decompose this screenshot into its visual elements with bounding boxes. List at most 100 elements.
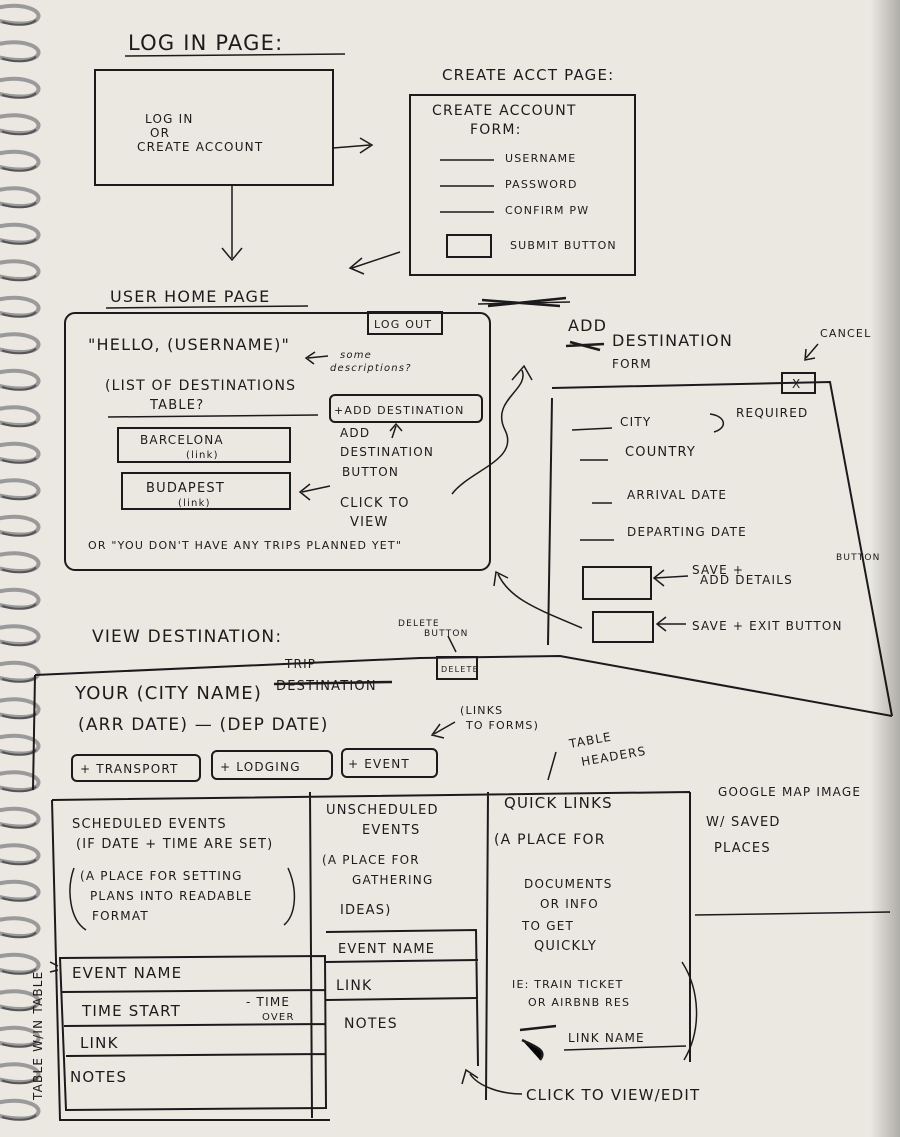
quick-links-paren <box>681 961 698 1061</box>
click-note-2: VIEW <box>350 515 389 530</box>
save-exit-label: SAVE + EXIT BUTTON <box>692 619 843 633</box>
binding-ring-shadow <box>1 895 37 902</box>
add-destination-button[interactable] <box>329 394 483 423</box>
quick-links-example-2: OR AIRBNB RES <box>528 996 630 1009</box>
table-within-table-label: TABLE W/IN TABLE <box>31 971 45 1101</box>
add-note-3: BUTTON <box>342 465 399 479</box>
unscheduled-event-card[interactable] <box>325 928 479 1067</box>
delete-note-2: BUTTON <box>424 629 469 639</box>
add-event-label: + EVENT <box>348 757 410 771</box>
logout-button[interactable] <box>367 311 443 335</box>
add-event-button[interactable] <box>341 748 438 778</box>
form-title-2: FORM: <box>470 122 522 138</box>
arrow-to-delete <box>447 635 457 653</box>
scheduled-time-over-1: - TIME <box>246 995 290 1009</box>
binding-ring-shadow <box>1 566 37 574</box>
arrow-to-close <box>804 343 819 361</box>
barcelona-link[interactable] <box>117 427 291 463</box>
add-transport-button[interactable] <box>71 754 201 782</box>
binding-ring-14 <box>0 514 41 537</box>
binding-ring-shadow <box>1 274 37 282</box>
binding-ring-11 <box>0 405 41 427</box>
close-button[interactable] <box>781 372 816 394</box>
budapest-name: BUDAPEST <box>146 481 225 496</box>
binding-ring-15 <box>0 551 41 573</box>
unscheduled-desc-1: (A PLACE FOR <box>322 853 420 867</box>
binding-ring-shadow <box>1 55 37 63</box>
trip-heading: YOUR (CITY NAME) <box>74 683 262 704</box>
budapest-sub: (link) <box>178 498 211 509</box>
barcelona-name: BARCELONA <box>140 433 224 447</box>
arrow-to-headers <box>547 751 557 781</box>
field-confirm-pw: CONFIRM PW <box>505 204 589 217</box>
add-lodging-label: + LODGING <box>220 760 301 774</box>
barcelona-sub: (link) <box>186 450 219 461</box>
city-line[interactable] <box>571 427 613 431</box>
submit-button[interactable] <box>446 234 492 258</box>
unscheduled-notes: NOTES <box>344 1016 398 1032</box>
quick-links-link-name[interactable]: LINK NAME <box>568 1031 645 1045</box>
binding-ring-shadow <box>1 128 37 136</box>
add-note-2: DESTINATION <box>340 445 434 459</box>
delete-label: DELETE <box>441 665 479 674</box>
binding-ring-12 <box>0 441 41 464</box>
save-exit-button[interactable] <box>592 611 654 643</box>
binding-ring-24 <box>0 879 41 902</box>
field-city: CITY <box>620 415 651 429</box>
save-details-1: SAVE + <box>692 563 744 577</box>
delete-button[interactable] <box>436 656 478 680</box>
trip-dates: (ARR DATE) — (DEP DATE) <box>78 715 329 735</box>
scheduled-event-card[interactable] <box>58 954 328 1112</box>
add-destination-section: ADD DESTINATION FORM CANCEL X CITY COUNT… <box>493 316 893 717</box>
field-password: PASSWORD <box>505 178 578 191</box>
binding-ring-shadow <box>1 1004 37 1012</box>
binding-ring-0 <box>0 3 41 26</box>
binding-ring-shadow <box>1 19 37 26</box>
quick-links-desc-3: OR INFO <box>540 897 599 911</box>
arrow-to-greeting <box>304 351 329 365</box>
save-add-details-button[interactable] <box>582 566 652 600</box>
map-divider <box>694 911 891 916</box>
binding-ring-shadow <box>1 238 37 245</box>
binding-ring-shadow <box>1 165 37 172</box>
side-label-arrow <box>49 961 59 973</box>
binding-ring-shadow <box>1 1041 37 1048</box>
unscheduled-desc-2: GATHERING <box>352 873 433 887</box>
user-home-box <box>64 312 491 571</box>
add-form-strike <box>565 340 605 352</box>
budapest-link[interactable] <box>121 472 291 510</box>
field-username: USERNAME <box>505 152 576 165</box>
add-form-title-1: ADD <box>568 316 607 335</box>
quick-links-scribble <box>519 1024 557 1061</box>
login-page-title: LOG IN PAGE: <box>128 31 283 55</box>
binding-ring-shadow <box>1 420 37 428</box>
binding-ring-shadow <box>1 785 37 793</box>
scheduled-desc-2: PLANS INTO READABLE <box>90 889 253 903</box>
binding-ring-7 <box>0 259 41 281</box>
create-account-form <box>409 94 636 276</box>
binding-ring-21 <box>0 770 41 792</box>
binding-ring-shadow <box>1 931 37 939</box>
arrow-back-to-home <box>348 251 401 275</box>
binding-ring-shadow <box>1 493 37 501</box>
binding-ring-shadow <box>1 530 37 537</box>
list-title-1: (LIST OF DESTINATIONS <box>105 378 296 394</box>
add-lodging-button[interactable] <box>211 750 333 780</box>
binding-ring-shadow <box>1 311 37 318</box>
add-note-1: ADD <box>340 426 370 440</box>
user-home-title: USER HOME PAGE <box>110 287 270 306</box>
binding-ring-shadow <box>1 968 37 975</box>
binding-ring-shadow <box>1 639 37 647</box>
greeting: "HELLO, (USERNAME)" <box>88 335 290 354</box>
quick-links-title: QUICK LINKS <box>504 794 613 812</box>
unscheduled-event-name: EVENT NAME <box>338 942 435 957</box>
list-divider <box>107 414 319 418</box>
login-box[interactable] <box>94 69 334 186</box>
struck-destination: DESTINATION <box>276 679 377 694</box>
cancel-note: CANCEL <box>820 327 871 340</box>
required-note: REQUIRED <box>736 406 808 420</box>
binding-ring-17 <box>0 624 41 646</box>
save-details-2: ADD DETAILS <box>700 573 793 587</box>
note-descriptions: descriptions? <box>330 363 412 374</box>
